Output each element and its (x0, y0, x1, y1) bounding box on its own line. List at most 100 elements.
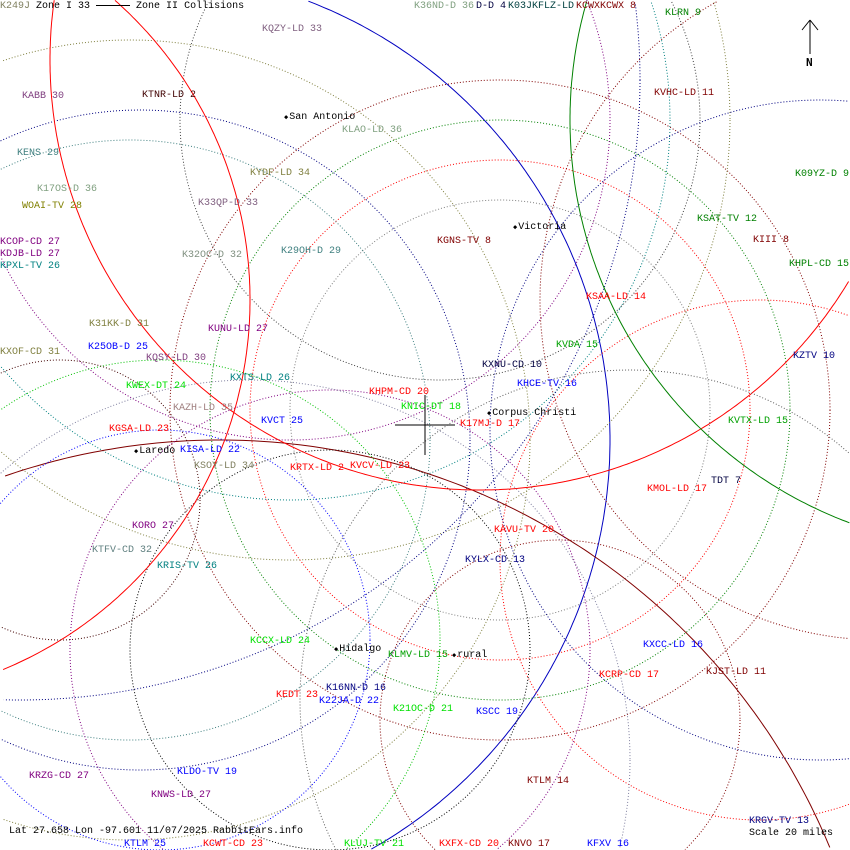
legend-zone1: Zone I (36, 1, 73, 12)
coverage-contour (499, 299, 850, 821)
station-label[interactable]: KNWS-LD 27 (151, 790, 212, 801)
station-label[interactable]: KCRP-CD 17 (599, 670, 660, 681)
station-label[interactable]: KQZY-LD 33 (262, 24, 323, 35)
station-label[interactable]: KVCV-LD 23 (350, 461, 411, 472)
station-label[interactable]: KVHC-LD 11 (654, 88, 715, 99)
station-label[interactable]: K31KK-D 31 (89, 319, 150, 330)
city-marker: Hidalgo (334, 644, 381, 656)
station-label[interactable]: K09YZ-D 9 (795, 169, 850, 180)
station-label[interactable]: KSAA-LD 14 (586, 292, 647, 303)
coverage-contour (299, 369, 850, 850)
station-label[interactable]: WOAI-TV 28 (22, 201, 83, 212)
station-label[interactable]: K16NN-D 16 (326, 683, 387, 694)
coverage-contour (129, 449, 531, 850)
city-marker: San Antonio (284, 112, 355, 124)
station-label[interactable]: K17OS-D 36 (37, 184, 98, 195)
coverage-contour (489, 99, 849, 761)
coverage-contour (249, 159, 751, 661)
station-label[interactable]: KABB 30 (22, 91, 65, 102)
legend-line (96, 4, 131, 6)
station-label[interactable]: KAVU-TV 20 (494, 525, 555, 536)
station-label[interactable]: KGNS-TV 8 (437, 236, 492, 247)
station-label[interactable]: KRTX-LD 2 (290, 463, 345, 474)
station-label[interactable]: KTNR-LD 2 (142, 90, 197, 101)
footer-info: Lat 27.658 Lon -97.601 11/07/2025 Rabbit… (9, 826, 304, 837)
station-label[interactable]: KSOY-LD 34 (194, 461, 255, 472)
station-label[interactable]: K17MJ-D 17 (460, 419, 521, 430)
station-label[interactable]: KRIS-TV 26 (157, 561, 218, 572)
coverage-contour (0, 2, 671, 501)
station-label[interactable]: KIII 8 (753, 235, 790, 246)
station-label[interactable]: K33QP-D 33 (198, 198, 259, 209)
station-label[interactable]: K22JA-D 22 (319, 696, 380, 707)
legend-zone2: Zone II (136, 1, 179, 12)
station-label[interactable]: K36ND-D 36 (414, 1, 475, 12)
coverage-contour (0, 0, 611, 441)
coverage-contour (0, 2, 731, 561)
coverage-contour (0, 429, 371, 850)
station-label[interactable]: KENS 29 (17, 148, 60, 159)
station-label[interactable]: KSAT-TV 12 (697, 214, 758, 225)
station-label[interactable]: KUNU-LD 27 (208, 324, 269, 335)
station-label[interactable]: KORO 27 (132, 521, 175, 532)
station-label[interactable]: K249J (0, 1, 31, 12)
coverage-contour (569, 1, 850, 524)
station-label[interactable]: KYDF-LD 34 (250, 168, 311, 179)
station-label[interactable]: KDJB-LD 27 (0, 249, 61, 260)
station-label[interactable]: KQSY-LD 30 (146, 353, 207, 364)
coverage-contour (169, 79, 831, 741)
station-label[interactable]: KNIC-DT 18 (401, 402, 462, 413)
station-label[interactable]: K25OB-D 25 (88, 342, 149, 353)
station-label[interactable]: KLUJ-TV 21 (344, 839, 405, 850)
station-label[interactable]: KCWXKCWX 8 (576, 1, 637, 12)
station-label[interactable]: KXCC-LD 16 (643, 640, 704, 651)
station-label[interactable]: KNVO 17 (508, 839, 551, 850)
station-label[interactable]: KCCX-LD 24 (250, 636, 311, 647)
station-label[interactable]: KLRN 9 (665, 8, 702, 19)
station-label[interactable]: KWEX-DT 24 (126, 381, 187, 392)
station-label[interactable]: KAZH-LD 35 (173, 403, 234, 414)
station-label[interactable]: KVCT 25 (261, 416, 304, 427)
station-label[interactable]: KFXV 16 (587, 839, 630, 850)
north-arrow-icon: N (798, 18, 824, 70)
station-label[interactable]: KTLM 25 (124, 839, 167, 850)
station-label[interactable]: K29OH-D 29 (281, 246, 342, 257)
station-label[interactable]: KXOF-CD 31 (0, 347, 61, 358)
city-marker: Laredo (134, 446, 175, 458)
station-label[interactable]: KVDA 15 (556, 340, 599, 351)
station-label[interactable]: KCWT-CD 23 (203, 839, 264, 850)
station-label[interactable]: KTFV-CD 32 (92, 545, 153, 556)
coverage-contour (209, 119, 791, 701)
station-label[interactable]: KHPM-CD 20 (369, 387, 430, 398)
station-label[interactable]: KLDO-TV 19 (177, 767, 238, 778)
station-label[interactable]: KRGV-TV 13 (749, 816, 810, 827)
station-label[interactable]: KRZG-CD 27 (29, 771, 90, 782)
station-label[interactable]: TDT 7 (711, 476, 742, 487)
station-label[interactable]: KPXL-TV 26 (0, 261, 61, 272)
station-label[interactable]: KMOL-LD 17 (647, 484, 708, 495)
station-label[interactable]: KHCE-TV 16 (517, 379, 578, 390)
station-label[interactable]: KEDT 23 (276, 690, 319, 701)
station-label[interactable]: KYLX-CD 13 (465, 555, 526, 566)
station-label[interactable]: KGSA-LD 23 (109, 424, 170, 435)
station-label[interactable]: KXTS-LD 26 (230, 373, 291, 384)
station-label[interactable]: K32OC-D 32 (182, 250, 243, 261)
station-label[interactable]: KSCC 19 (476, 707, 519, 718)
station-label[interactable]: KXNU-CD 10 (482, 360, 543, 371)
station-label[interactable]: KJST-LD 11 (706, 667, 767, 678)
station-label[interactable]: KISA-LD 22 (180, 445, 241, 456)
station-label[interactable]: KHPL-CD 15 (789, 259, 850, 270)
coverage-contour (0, 109, 471, 771)
station-label[interactable]: K21OC-D 21 (393, 704, 454, 715)
station-label[interactable]: KCOP-CD 27 (0, 237, 61, 248)
station-label[interactable]: KZTV 10 (793, 351, 836, 362)
coverage-contour (2, 39, 531, 841)
station-label[interactable]: KXFX-CD 20 (439, 839, 500, 850)
station-label[interactable]: KLAO-LD 36 (342, 125, 403, 136)
station-label[interactable]: D-D 4 (476, 1, 507, 12)
station-label[interactable]: KLMV-LD 15 (388, 650, 449, 661)
station-label[interactable]: KTLM 14 (527, 776, 570, 787)
station-label[interactable]: KVTX-LD 15 (728, 416, 789, 427)
station-label[interactable]: K03JKFLZ-LD (508, 1, 575, 12)
